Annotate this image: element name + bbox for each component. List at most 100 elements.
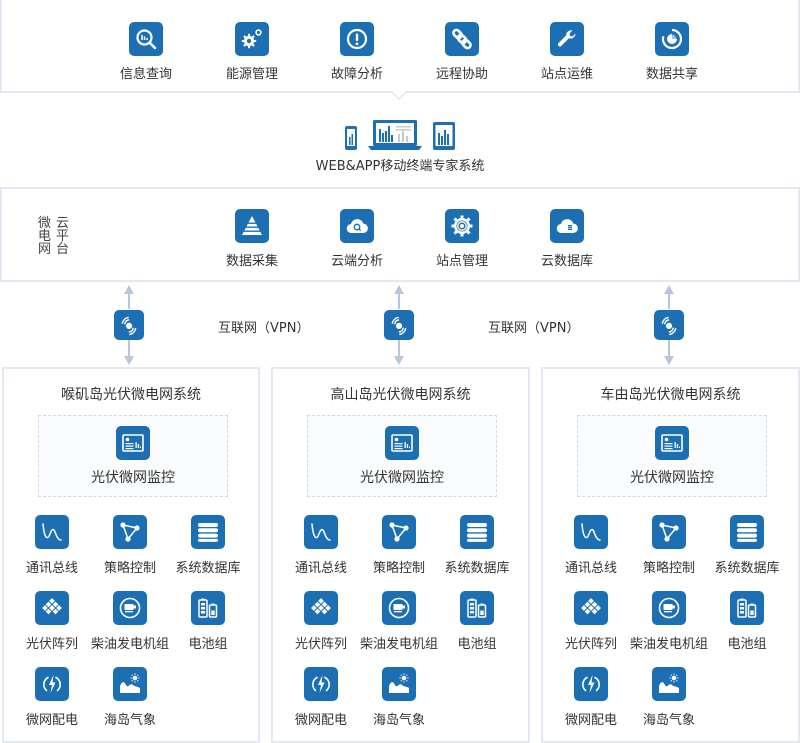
module-label: 微网配电 <box>294 713 347 728</box>
module-comm-bus[interactable]: 通讯总线 <box>7 515 97 576</box>
module-island-weather[interactable]: 海岛气象 <box>354 667 444 728</box>
generator-icon <box>652 591 686 625</box>
module-pv-array[interactable]: 光伏阵列 <box>7 591 97 652</box>
module-label: 微网配电 <box>564 713 617 728</box>
signal-icon <box>114 310 144 340</box>
share-chart-icon <box>655 22 689 56</box>
title-char: 电 <box>38 229 52 244</box>
pv-monitor[interactable]: 光伏微网监控 <box>307 415 497 497</box>
module-label: 系统数据库 <box>714 561 780 576</box>
database-icon <box>191 515 225 549</box>
cloud-service-data-collection[interactable]: 数据采集 <box>202 209 302 269</box>
module-diesel-generator[interactable]: 柴油发电机组 <box>85 591 175 652</box>
island-system-gaoshan: 高山岛光伏微电网系统 光伏微网监控 通讯总线 策略控制 系统数据库 光伏阵列 柴… <box>271 367 530 743</box>
module-strategy-control[interactable]: 策略控制 <box>354 515 444 576</box>
cloud-service-cloud-database[interactable]: 云数据库 <box>517 209 617 269</box>
module-label: 通讯总线 <box>564 561 617 576</box>
laptop-icon <box>368 120 422 150</box>
wave-icon <box>574 515 608 549</box>
service-label: 云数据库 <box>540 254 593 269</box>
connector-line <box>398 293 400 309</box>
service-fault-analysis[interactable]: 故障分析 <box>307 22 407 82</box>
module-strategy-control[interactable]: 策略控制 <box>85 515 175 576</box>
cloud-platform-panel <box>0 187 800 282</box>
database-icon <box>460 515 494 549</box>
service-label: 故障分析 <box>330 67 383 82</box>
module-label: 光伏阵列 <box>25 637 78 652</box>
alert-icon <box>340 22 374 56</box>
arrow-up-icon <box>124 285 134 294</box>
pyramid-icon <box>235 209 269 243</box>
module-system-database[interactable]: 系统数据库 <box>702 515 792 576</box>
arrow-down-icon <box>124 356 134 365</box>
module-comm-bus[interactable]: 通讯总线 <box>276 515 366 576</box>
module-label: 通讯总线 <box>25 561 78 576</box>
wave-icon <box>304 515 338 549</box>
module-label: 系统数据库 <box>444 561 510 576</box>
cloud-search-icon <box>340 209 374 243</box>
arrow-up-icon <box>664 285 674 294</box>
cloud-service-site-management[interactable]: 站点管理 <box>412 209 512 269</box>
module-label: 系统数据库 <box>175 561 241 576</box>
arrow-down-icon <box>394 356 404 365</box>
title-char: 平 <box>56 229 70 244</box>
battery-icon <box>460 591 494 625</box>
lightning-icon <box>574 667 608 701</box>
solar-panel-icon <box>304 591 338 625</box>
cloud-service-cloud-analysis[interactable]: 云端分析 <box>307 209 407 269</box>
module-battery-pack[interactable]: 电池组 <box>432 591 522 652</box>
module-island-weather[interactable]: 海岛气象 <box>624 667 714 728</box>
service-remote-assist[interactable]: 远程协助 <box>412 22 512 82</box>
island-system-houji: 喉矶岛光伏微电网系统 光伏微网监控 通讯总线 策略控制 系统数据库 光伏阵列 柴… <box>2 367 260 743</box>
module-label: 策略控制 <box>103 561 156 576</box>
service-site-maintenance[interactable]: 站点运维 <box>517 22 617 82</box>
island-title: 车由岛光伏微电网系统 <box>600 387 741 403</box>
module-microgrid-distribution[interactable]: 微网配电 <box>546 667 636 728</box>
lightning-icon <box>35 667 69 701</box>
service-label: 信息查询 <box>119 67 172 82</box>
link-icon <box>445 22 479 56</box>
service-label: 数据共享 <box>645 67 698 82</box>
cloud-database-icon <box>550 209 584 243</box>
pv-monitor[interactable]: 光伏微网监控 <box>577 415 767 497</box>
database-icon <box>730 515 764 549</box>
service-label: 数据采集 <box>225 254 278 269</box>
module-label: 柴油发电机组 <box>90 637 169 652</box>
tablet-icon <box>433 122 455 150</box>
module-battery-pack[interactable]: 电池组 <box>163 591 253 652</box>
service-label: 站点运维 <box>540 67 593 82</box>
module-pv-array[interactable]: 光伏阵列 <box>276 591 366 652</box>
module-comm-bus[interactable]: 通讯总线 <box>546 515 636 576</box>
module-pv-array[interactable]: 光伏阵列 <box>546 591 636 652</box>
service-info-query[interactable]: 信息查询 <box>96 22 196 82</box>
module-microgrid-distribution[interactable]: 微网配电 <box>276 667 366 728</box>
module-island-weather[interactable]: 海岛气象 <box>85 667 175 728</box>
module-label: 光伏阵列 <box>294 637 347 652</box>
island-system-cheyou: 车由岛光伏微电网系统 光伏微网监控 通讯总线 策略控制 系统数据库 光伏阵列 柴… <box>541 367 800 743</box>
signal-icon <box>654 310 684 340</box>
module-strategy-control[interactable]: 策略控制 <box>624 515 714 576</box>
weather-icon <box>382 667 416 701</box>
service-label: 远程协助 <box>435 67 488 82</box>
battery-icon <box>730 591 764 625</box>
module-system-database[interactable]: 系统数据库 <box>432 515 522 576</box>
monitor-dashboard-icon <box>655 426 689 460</box>
title-char: 微 <box>38 216 52 231</box>
module-label: 海岛气象 <box>642 713 695 728</box>
module-diesel-generator[interactable]: 柴油发电机组 <box>624 591 714 652</box>
arrow-down-icon <box>664 356 674 365</box>
module-label: 通讯总线 <box>294 561 347 576</box>
connector-line <box>128 293 130 309</box>
pv-monitor[interactable]: 光伏微网监控 <box>38 415 228 497</box>
service-label: 云端分析 <box>330 254 383 269</box>
module-system-database[interactable]: 系统数据库 <box>163 515 253 576</box>
module-battery-pack[interactable]: 电池组 <box>702 591 792 652</box>
monitor-label: 光伏微网监控 <box>360 470 444 486</box>
battery-icon <box>191 591 225 625</box>
gears-icon <box>235 22 269 56</box>
service-data-sharing[interactable]: 数据共享 <box>622 22 722 82</box>
module-diesel-generator[interactable]: 柴油发电机组 <box>354 591 444 652</box>
service-energy-management[interactable]: 能源管理 <box>202 22 302 82</box>
triangle-nodes-icon <box>113 515 147 549</box>
module-microgrid-distribution[interactable]: 微网配电 <box>7 667 97 728</box>
